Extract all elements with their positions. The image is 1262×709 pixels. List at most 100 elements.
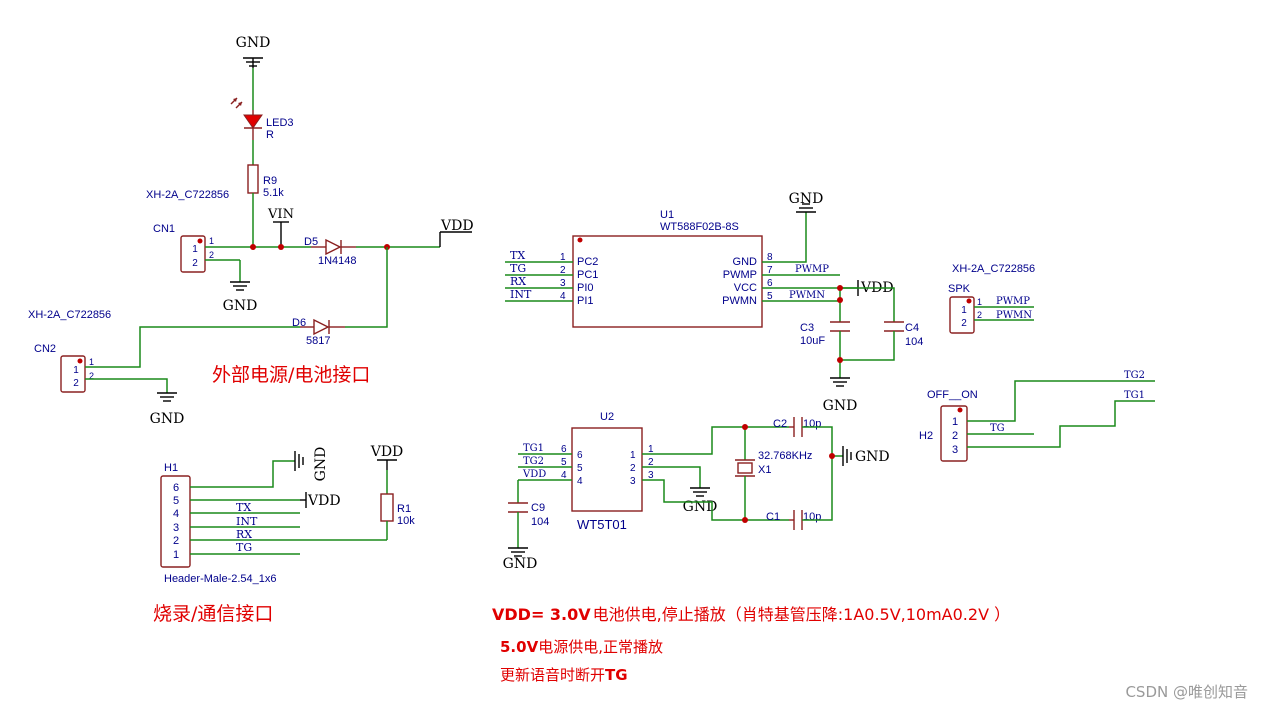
r1-val: 10k [397,515,415,527]
u2-pin2-out: 2 [648,457,654,468]
r1-resistor [380,493,394,522]
net-tg1-h2: TG1 [1124,390,1145,401]
net-tg1-u2: TG1 [523,443,544,454]
c9-capacitor [508,502,528,513]
net-pwmn-spk: PWMN [996,310,1032,321]
u2-pin6-in: 6 [577,450,583,461]
gnd-label-x1: GND [855,449,890,465]
u2-pin5-in: 5 [577,463,583,474]
u1-pi0: PI0 [577,282,594,294]
net-tx-u1: TX [510,249,525,262]
c3-ref: C3 [800,322,814,334]
h2-pin2: 2 [952,430,958,442]
u1-pin1: 1 [560,252,566,263]
r9-val: 5.1k [263,187,284,199]
cn1-connector [180,235,206,273]
net-tx-h1: TX [236,501,251,514]
net-int-h1: INT [236,515,258,528]
u1-pin2: 2 [560,265,566,276]
d6-val: 5817 [306,335,330,347]
note-update-suffix: TG [605,666,628,684]
gnd-label-cn2: GND [150,411,185,427]
u2-pin5-out: 5 [561,457,567,468]
cn1-pinno2: 2 [209,250,214,260]
h1-pin4: 4 [173,508,179,520]
u2-pin2-in: 2 [630,463,636,474]
h2-title: OFF__ON [927,389,978,401]
u1-pi1: PI1 [577,295,594,307]
spk-pinno2: 2 [977,310,982,320]
h2-pin1: 1 [952,416,958,428]
h1-pin2: 2 [173,535,179,547]
net-pwmp-u1: PWMP [795,264,829,275]
u1-pin4: 4 [560,291,566,302]
net-vdd-u2: VDD [522,469,546,480]
u1-vcc: VCC [734,282,757,294]
u1-pin5: 5 [767,291,773,302]
net-tg-u1: TG [510,262,526,275]
h2-ref: H2 [919,430,933,442]
u2-pin1-out: 1 [648,444,654,455]
c1-val: 10p [803,511,821,523]
u1-pin8: 8 [767,252,773,263]
cn2-pinno2: 2 [89,371,94,381]
junction [837,285,843,291]
vdd-label-r1: VDD [370,444,404,460]
junction [829,453,835,459]
gnd-symbol-caps [830,377,850,387]
u1-pc2: PC2 [577,256,598,268]
u2-ref: U2 [600,411,614,423]
gnd-symbol-x1 [842,446,852,466]
junction [742,517,748,523]
u2-val: WT5T01 [577,517,627,532]
gnd-symbol-u2 [690,487,710,497]
gnd-symbol-led [243,57,263,68]
net-int-u1: INT [510,288,532,301]
gnd-label-caps: GND [823,398,858,414]
net-tg-h1: TG [236,541,252,554]
vdd-label-d5: VDD [440,218,474,234]
u2-pin6-out: 6 [561,444,567,455]
gnd-label-h1: GND [313,447,329,482]
gnd-label-c9: GND [503,556,538,572]
d6-ref: D6 [292,317,306,329]
x1-val: 32.768KHz [758,450,812,462]
x1-crystal [735,459,755,477]
r9-ref: R9 [263,175,277,187]
gnd-symbol-cn2 [157,392,177,402]
gnd-symbol-u1 [796,203,816,213]
net-rx-u1: RX [510,275,526,288]
d6-diode [300,318,345,336]
cn1-pin2: 2 [192,258,198,269]
c4-ref: C4 [905,322,919,334]
gnd-label-u1: GND [789,191,824,207]
junction [837,357,843,363]
junction [742,424,748,430]
h1-pin6: 6 [173,482,179,494]
c1-capacitor [789,510,803,530]
u1-pc1: PC1 [577,269,598,281]
c4-capacitor [884,321,904,332]
h1-pin3: 3 [173,522,179,534]
cn2-pin1: 1 [73,365,79,376]
u2-pin4-out: 4 [561,470,567,481]
cn2-connector [60,355,86,393]
cn1-part: XH-2A_C722856 [146,189,229,201]
u1-pwmp: PWMP [723,269,757,281]
note-update-prefix: 更新语音时断开 [500,666,605,684]
x1-ref: X1 [758,464,771,476]
u2-pin3-in: 3 [630,476,636,487]
vin-label: VIN [267,207,294,222]
cn1-ref: CN1 [153,223,175,235]
gnd-symbol-cn1 [230,281,250,291]
c2-ref: C2 [773,418,787,430]
net-rx-h1: RX [236,528,252,541]
u1-val: WT588F02B-8S [660,221,739,233]
u1-gnd: GND [733,256,758,268]
led3-val: R [266,129,274,141]
net-tg2-u2: TG2 [523,456,544,467]
d5-val: 1N4148 [318,255,357,267]
cn1-pin1: 1 [192,244,198,255]
d5-diode [311,238,356,256]
